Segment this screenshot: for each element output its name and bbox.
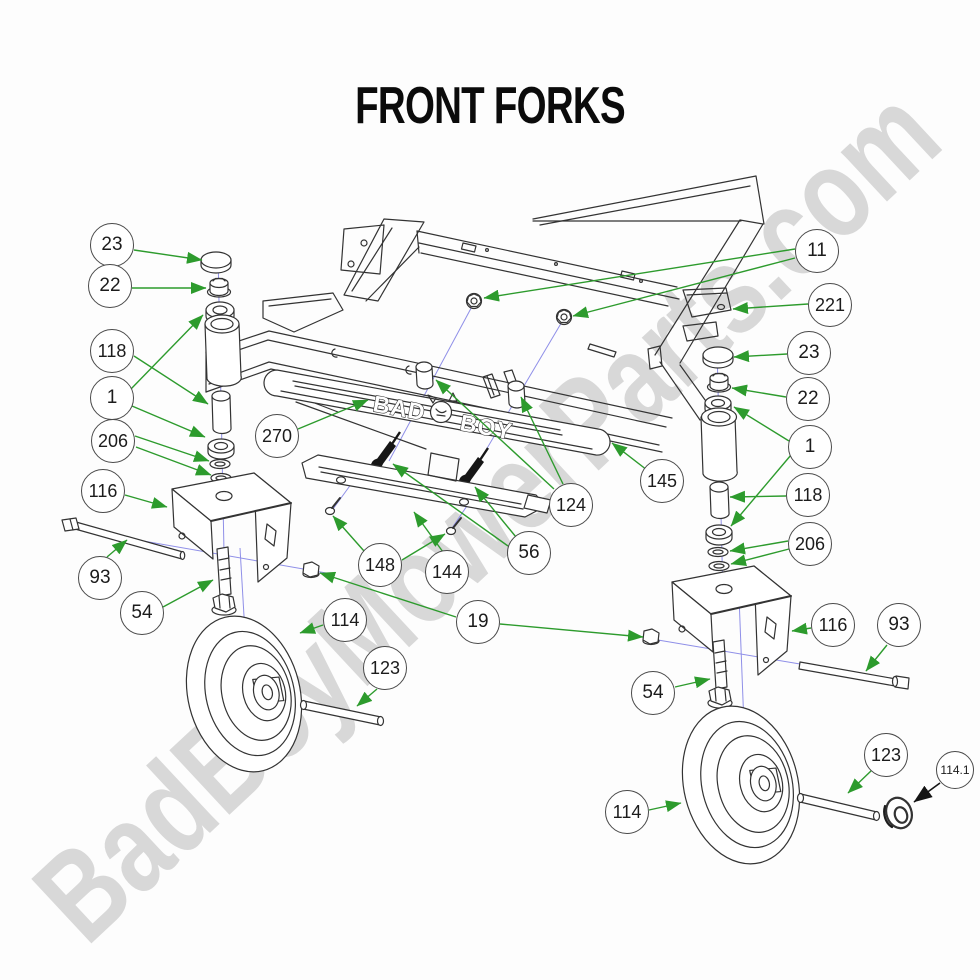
kingpin-bolt-left (211, 546, 237, 616)
lock-nut-right (706, 372, 732, 393)
callout-123[interactable]: 123 (363, 646, 407, 690)
callout-93[interactable]: 93 (877, 603, 921, 647)
left-caster-assembly (61, 251, 385, 773)
callout-221[interactable]: 221 (808, 283, 852, 327)
callout-22[interactable]: 22 (786, 377, 830, 421)
axle-bolt-left (61, 517, 186, 561)
callout-124[interactable]: 124 (549, 483, 593, 527)
callout-22[interactable]: 22 (88, 264, 132, 308)
callout-56[interactable]: 56 (507, 531, 551, 575)
spacer-left-118 (211, 390, 232, 435)
front-tire-right (681, 705, 801, 865)
axle-tube-left (299, 699, 385, 727)
bearing-left-upper (205, 301, 235, 325)
callout-23[interactable]: 23 (90, 223, 134, 267)
frame-bracket-221 (682, 287, 732, 342)
caster-fork-left (171, 472, 292, 583)
callout-148[interactable]: 148 (358, 543, 402, 587)
callout-206[interactable]: 206 (788, 522, 832, 566)
fork-tube-left (204, 314, 242, 387)
bearing-right-lower (705, 524, 733, 546)
callout-145[interactable]: 145 (640, 459, 684, 503)
axle-nut-left (302, 561, 320, 579)
callout-1[interactable]: 1 (90, 376, 134, 420)
axle-bolt-right (798, 661, 910, 690)
axle-nut-right (642, 628, 660, 646)
kingpin-bolt-right (707, 639, 733, 709)
callout-93[interactable]: 93 (78, 556, 122, 600)
dust-cap-right (702, 346, 734, 369)
callout-114.1[interactable]: 114.1 (936, 751, 974, 789)
callout-118[interactable]: 118 (90, 329, 134, 373)
callout-144[interactable]: 144 (425, 550, 469, 594)
fork-tube-right (700, 407, 738, 482)
page-title: FRONT FORKS (355, 77, 625, 135)
washers-right-206 (707, 546, 730, 572)
axle-tube-right (796, 792, 881, 822)
callout-123[interactable]: 123 (864, 733, 908, 777)
callout-54[interactable]: 54 (631, 671, 675, 715)
callout-54[interactable]: 54 (120, 591, 164, 635)
caster-fork-right (671, 565, 792, 676)
wheel-bearing-114-1 (883, 796, 913, 830)
black-leader-114-1 (913, 782, 941, 803)
callout-116[interactable]: 116 (811, 603, 855, 647)
callout-114[interactable]: 114 (323, 598, 367, 642)
callout-1[interactable]: 1 (788, 425, 832, 469)
front-tire-left (185, 615, 303, 773)
callout-114[interactable]: 114 (605, 790, 649, 834)
callout-206[interactable]: 206 (91, 419, 135, 463)
callout-leader-lines (106, 248, 941, 813)
callout-270[interactable]: 270 (255, 414, 299, 458)
lock-nut-left (206, 277, 232, 298)
plate-bolts-148 (324, 497, 462, 536)
callout-19[interactable]: 19 (456, 600, 500, 644)
dust-cap-left (200, 251, 232, 274)
callout-23[interactable]: 23 (787, 331, 831, 375)
bearing-left-lower (207, 438, 235, 460)
callout-11[interactable]: 11 (795, 229, 839, 273)
right-caster-assembly (642, 346, 913, 865)
callout-116[interactable]: 116 (81, 469, 125, 513)
bumper-spacers (415, 361, 526, 409)
deck-flange-nuts (465, 292, 573, 326)
spacer-right-118 (709, 481, 730, 520)
front-bumper: BAD BOY (263, 369, 611, 456)
callout-118[interactable]: 118 (786, 473, 830, 517)
